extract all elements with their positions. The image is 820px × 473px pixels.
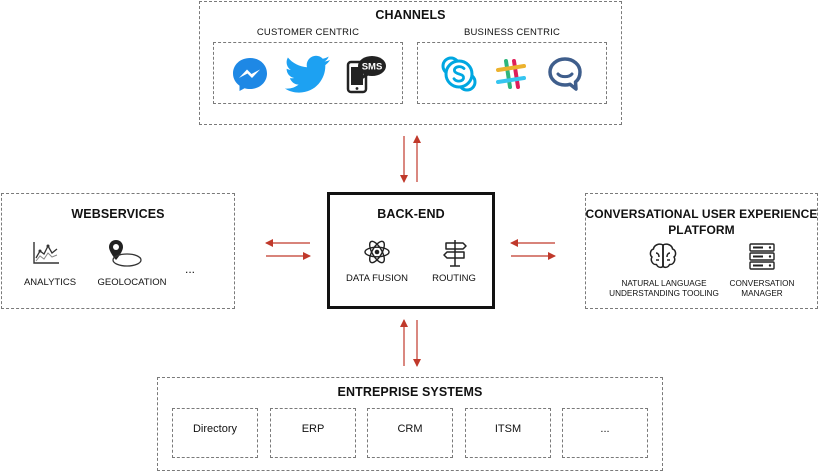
cux-title-line1: CONVERSATIONAL USER EXPERIENCE	[585, 207, 818, 221]
chat-bubble-icon	[548, 57, 582, 91]
channels-box	[199, 1, 622, 125]
geolocation-label: GEOLOCATION	[97, 277, 167, 288]
conversation-manager-line2: MANAGER	[741, 289, 783, 298]
geolocation-icon	[109, 240, 142, 267]
enterprise-item-label: CRM	[397, 423, 423, 435]
enterprise-box	[157, 377, 663, 471]
analytics-icon	[33, 242, 59, 264]
backend-box	[327, 192, 495, 309]
data-fusion-label: DATA FUSION	[346, 273, 408, 284]
enterprise-item-label: ...	[600, 423, 610, 435]
enterprise-item-label: ERP	[301, 423, 325, 435]
enterprise-item-label: Directory	[192, 423, 237, 435]
signpost-icon	[443, 240, 467, 267]
enterprise-item-more: ...	[562, 408, 648, 458]
webservices-box	[1, 193, 235, 309]
customer-centric-box	[213, 42, 403, 104]
nlu-label-line2: UNDERSTANDING TOOLING	[609, 289, 719, 298]
cux-title-line2: PLATFORM	[668, 223, 735, 237]
business-centric-box	[417, 42, 607, 104]
sms-text: SMS	[362, 62, 383, 73]
conversation-manager-line1: CONVERSATION	[729, 279, 795, 288]
skype-icon	[441, 56, 477, 92]
brain-icon	[649, 243, 677, 269]
slack-icon	[496, 59, 526, 89]
routing-label: ROUTING	[432, 273, 476, 284]
enterprise-item-itsm: ITSM	[465, 408, 551, 458]
analytics-label: ANALYTICS	[23, 277, 77, 288]
customer-centric-label: CUSTOMER CENTRIC	[256, 27, 360, 38]
business-centric-label: BUSINESS CENTRIC	[463, 27, 561, 38]
enterprise-item-directory: Directory	[172, 408, 258, 458]
webservices-title: WEBSERVICES	[71, 207, 165, 221]
enterprise-title: ENTREPRISE SYSTEMS	[337, 385, 483, 399]
nlu-label-line1: NATURAL LANGUAGE	[621, 279, 707, 288]
server-icon	[749, 243, 775, 270]
enterprise-item-crm: CRM	[367, 408, 453, 458]
cux-box	[585, 193, 818, 309]
messenger-icon	[233, 58, 267, 91]
atom-icon	[364, 240, 390, 264]
backend-title: BACK-END	[377, 207, 445, 221]
enterprise-item-label: ITSM	[494, 423, 522, 435]
enterprise-item-erp: ERP	[270, 408, 356, 458]
sms-phone-icon: SMS	[346, 56, 386, 94]
webservices-more: ...	[184, 262, 195, 276]
twitter-icon	[284, 55, 330, 93]
channels-title: CHANNELS	[375, 8, 446, 22]
